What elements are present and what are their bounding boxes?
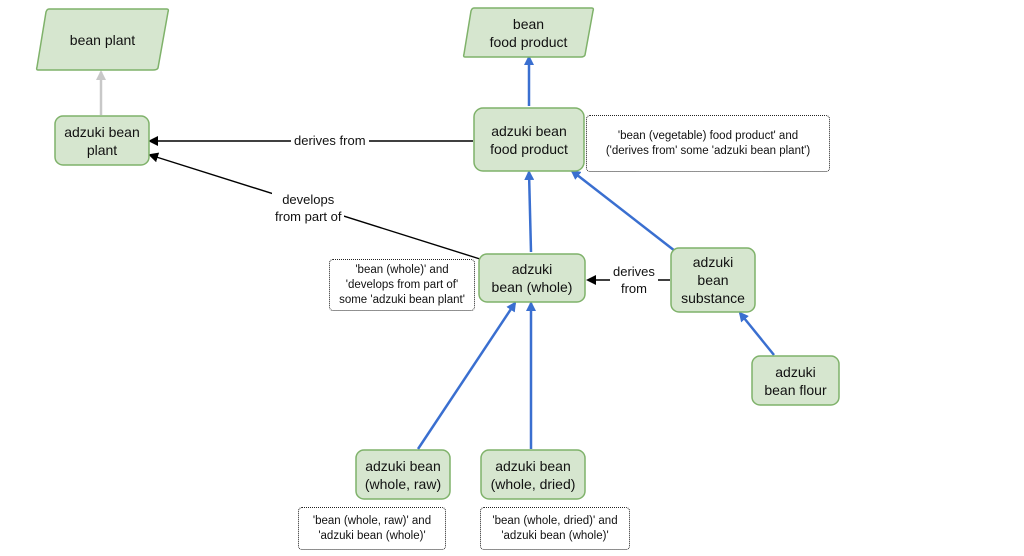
- edge-label-derives-from-substance: derives from: [610, 263, 658, 297]
- node-adzuki-bean-whole-dried[interactable]: adzuki bean (whole, dried): [480, 449, 586, 500]
- edge-whole-to-food-product: [524, 170, 535, 253]
- node-label: adzuki bean (whole): [491, 261, 573, 295]
- node-adzuki-bean-whole-raw[interactable]: adzuki bean (whole, raw): [355, 449, 451, 500]
- note-raw-definition: 'bean (whole, raw)' and 'adzuki bean (wh…: [298, 507, 446, 550]
- node-shape: [54, 115, 150, 166]
- node-shape: [35, 8, 170, 71]
- node-adzuki-bean-substance[interactable]: adzuki bean substance: [670, 247, 756, 313]
- node-label: adzuki bean (whole, raw): [364, 457, 442, 492]
- edge-raw-to-whole: [416, 301, 517, 450]
- edge-flour-to-substance: [738, 311, 775, 356]
- node-label: bean food product: [489, 15, 568, 50]
- node-bean-plant[interactable]: bean plant: [35, 8, 170, 71]
- node-shape: [751, 355, 840, 406]
- node-label: adzuki bean substance: [681, 254, 745, 306]
- node-shape: [462, 7, 595, 58]
- node-label: adzuki bean (whole, dried): [490, 457, 576, 492]
- node-label: bean plant: [69, 31, 136, 48]
- note-whole-definition: 'bean (whole)' and 'develops from part o…: [329, 259, 475, 311]
- node-shape: [478, 253, 586, 303]
- node-adzuki-bean-food-product[interactable]: adzuki bean food product: [473, 107, 585, 172]
- node-shape: [355, 449, 451, 500]
- node-adzuki-bean-whole[interactable]: adzuki bean (whole): [478, 253, 586, 303]
- node-label: adzuki bean plant: [64, 123, 140, 158]
- node-label: adzuki bean flour: [764, 363, 827, 398]
- node-bean-food-product[interactable]: bean food product: [462, 7, 595, 58]
- node-adzuki-bean-plant[interactable]: adzuki bean plant: [54, 115, 150, 166]
- note-dried-definition: 'bean (whole, dried)' and 'adzuki bean (…: [480, 507, 630, 550]
- node-label: adzuki bean food product: [490, 122, 568, 157]
- node-adzuki-bean-flour[interactable]: adzuki bean flour: [751, 355, 840, 406]
- node-shape: [473, 107, 585, 172]
- edge-label-develops-from-part-of: develops from part of: [272, 191, 345, 225]
- edge-substance-to-food-product: [570, 169, 676, 252]
- edge-label-derives-from: derives from: [291, 132, 369, 149]
- note-food-product-definition: 'bean (vegetable) food product' and ('de…: [586, 115, 830, 172]
- node-shape: [670, 247, 756, 313]
- node-shape: [480, 449, 586, 500]
